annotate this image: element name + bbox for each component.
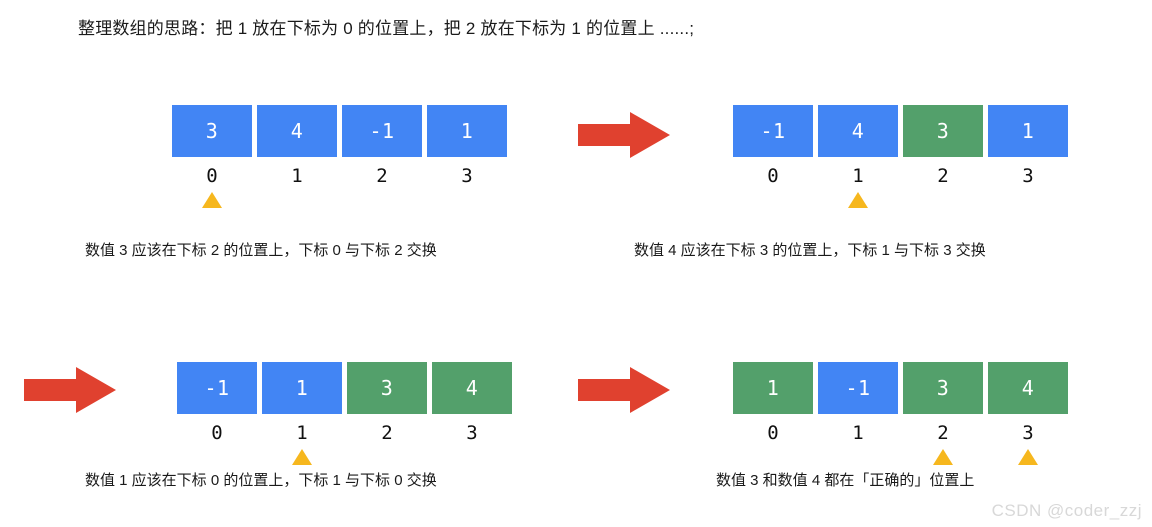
array-cell: 4 <box>432 362 512 414</box>
index-label: 0 <box>767 165 779 187</box>
index-label: 2 <box>376 165 388 187</box>
index-slot: 0 <box>733 165 813 208</box>
page-title: 整理数组的思路：把 1 放在下标为 0 的位置上，把 2 放在下标为 1 的位置… <box>78 19 695 38</box>
triangle-up-pointer-icon <box>202 192 222 208</box>
arrow-right-icon <box>578 367 670 413</box>
index-slot: 0 <box>177 422 257 465</box>
index-label: 1 <box>852 165 864 187</box>
array-cell: -1 <box>733 105 813 157</box>
array-cell: 4 <box>818 105 898 157</box>
index-label: 3 <box>461 165 473 187</box>
array-cell: -1 <box>342 105 422 157</box>
array-cell: 1 <box>427 105 507 157</box>
array-cell: 3 <box>347 362 427 414</box>
index-label: 2 <box>937 422 949 444</box>
index-slot: 3 <box>432 422 512 465</box>
arrow-right-icon <box>24 367 116 413</box>
triangle-up-pointer-icon <box>848 192 868 208</box>
index-row-2: 0 1 2 3 <box>733 165 1068 208</box>
array-cell: 3 <box>903 362 983 414</box>
watermark: CSDN @coder_zzj <box>991 501 1142 520</box>
array-cell: 3 <box>903 105 983 157</box>
index-slot: 1 <box>818 422 898 465</box>
index-slot: 2 <box>903 422 983 465</box>
index-slot: 3 <box>988 422 1068 465</box>
index-label: 2 <box>381 422 393 444</box>
step-caption-2: 数值 4 应该在下标 3 的位置上，下标 1 与下标 3 交换 <box>634 242 986 259</box>
step-caption-3: 数值 1 应该在下标 0 的位置上，下标 1 与下标 0 交换 <box>85 472 437 489</box>
index-label: 1 <box>852 422 864 444</box>
index-label: 0 <box>211 422 223 444</box>
index-slot: 2 <box>903 165 983 208</box>
index-label: 3 <box>1022 165 1034 187</box>
step-caption-4: 数值 3 和数值 4 都在「正确的」位置上 <box>716 472 975 489</box>
index-label: 3 <box>1022 422 1034 444</box>
array-cell: 1 <box>988 105 1068 157</box>
array-cell: 1 <box>262 362 342 414</box>
index-label: 0 <box>767 422 779 444</box>
index-row-4: 0 1 2 3 <box>733 422 1068 465</box>
array-cell: 4 <box>257 105 337 157</box>
index-slot: 0 <box>172 165 252 208</box>
array-cell: -1 <box>818 362 898 414</box>
index-label: 1 <box>291 165 303 187</box>
index-slot: 2 <box>342 165 422 208</box>
index-label: 3 <box>466 422 478 444</box>
array-cell: 4 <box>988 362 1068 414</box>
index-slot: 0 <box>733 422 813 465</box>
array-cell: 3 <box>172 105 252 157</box>
index-row-1: 0 1 2 3 <box>172 165 507 208</box>
index-slot: 3 <box>427 165 507 208</box>
index-slot: 1 <box>262 422 342 465</box>
index-row-3: 0 1 2 3 <box>177 422 512 465</box>
triangle-up-pointer-icon <box>1018 449 1038 465</box>
index-label: 1 <box>296 422 308 444</box>
triangle-up-pointer-icon <box>933 449 953 465</box>
index-label: 0 <box>206 165 218 187</box>
index-slot: 3 <box>988 165 1068 208</box>
arrow-right-icon <box>578 112 670 158</box>
triangle-up-pointer-icon <box>292 449 312 465</box>
array-cell: -1 <box>177 362 257 414</box>
index-slot: 1 <box>257 165 337 208</box>
step-caption-1: 数值 3 应该在下标 2 的位置上，下标 0 与下标 2 交换 <box>85 242 437 259</box>
index-label: 2 <box>937 165 949 187</box>
index-slot: 2 <box>347 422 427 465</box>
index-slot: 1 <box>818 165 898 208</box>
array-cell: 1 <box>733 362 813 414</box>
